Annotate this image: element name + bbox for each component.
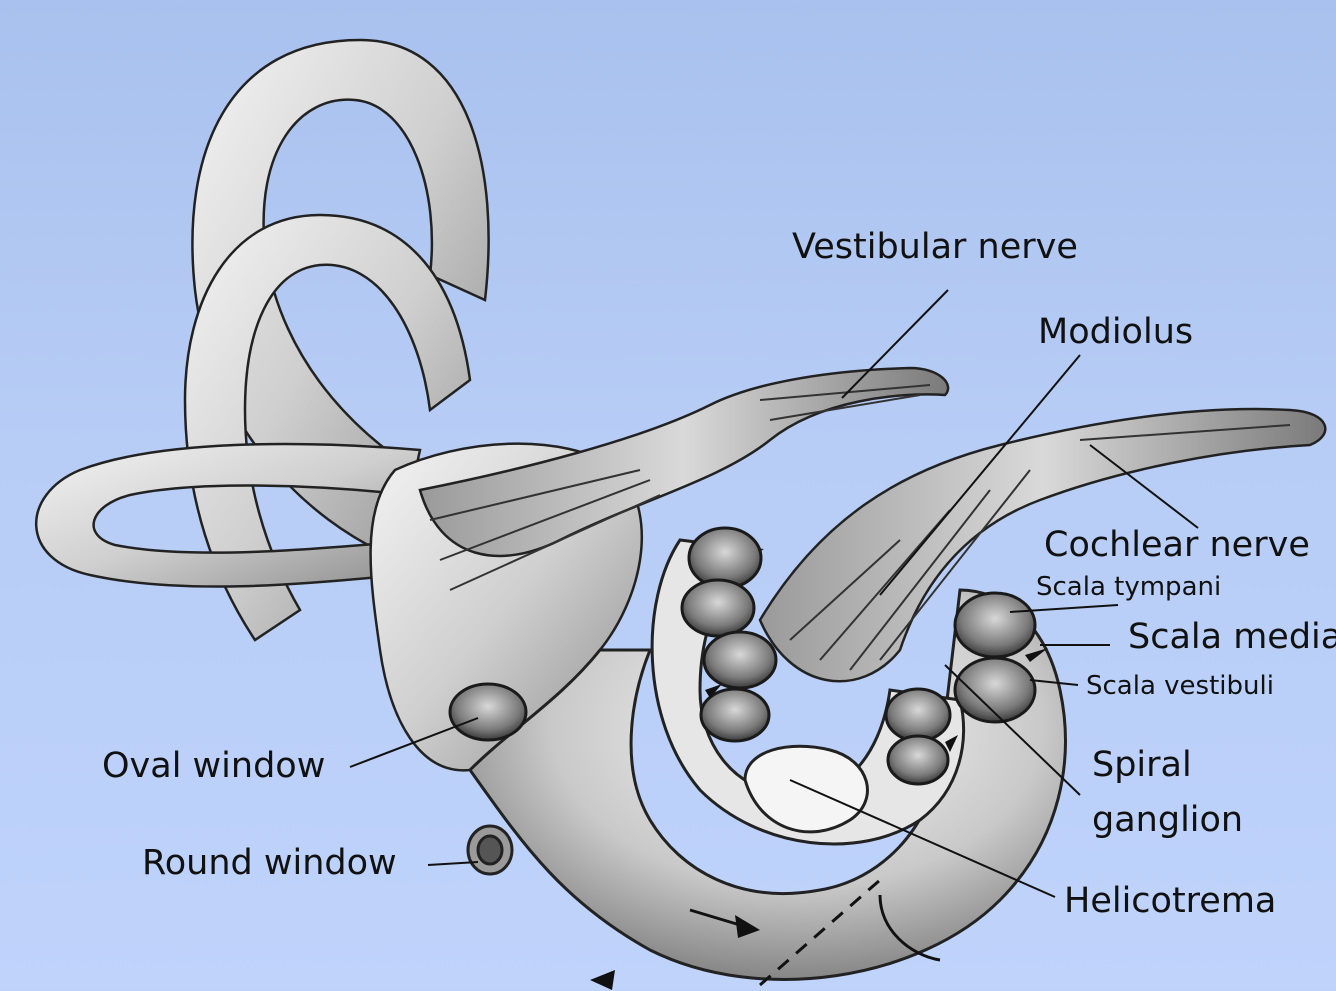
label-helicotrema: Helicotrema	[1064, 884, 1276, 919]
label-oval-window: Oval window	[102, 749, 325, 784]
label-vestibular-nerve: Vestibular nerve	[792, 230, 1078, 265]
label-scala-media: Scala media	[1128, 620, 1336, 655]
label-scala-tympani: Scala tympani	[1036, 574, 1221, 600]
round-window	[468, 826, 512, 874]
label-scala-vestibuli: Scala vestibuli	[1086, 673, 1274, 699]
label-modiolus: Modiolus	[1038, 315, 1193, 350]
label-spiral-ganglion-line2: ganglion	[1092, 803, 1243, 838]
label-cochlear-nerve: Cochlear nerve	[1044, 528, 1310, 563]
label-round-window: Round window	[142, 846, 397, 881]
label-spiral-ganglion-line1: Spiral	[1092, 748, 1192, 783]
